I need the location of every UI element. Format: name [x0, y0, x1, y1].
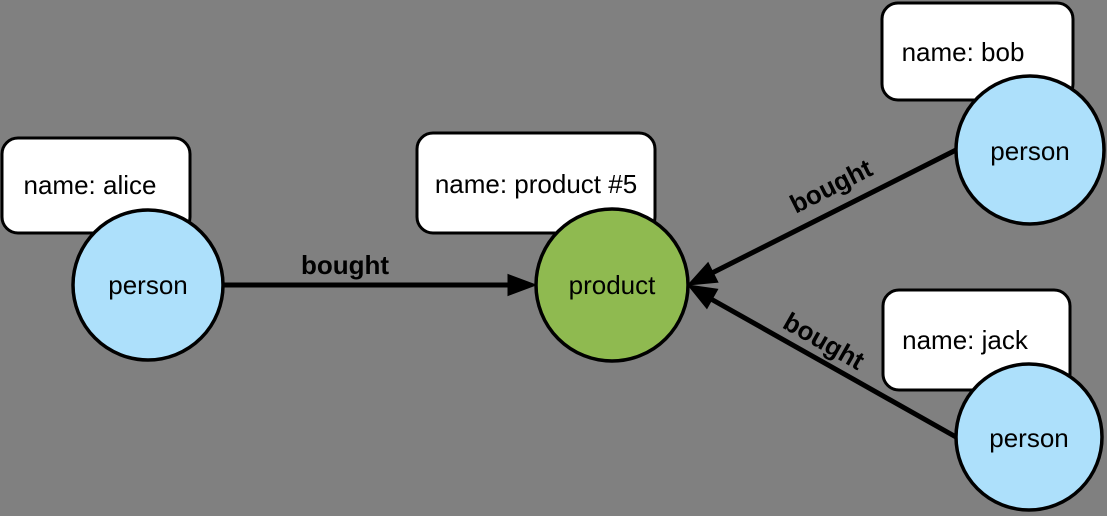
node-circle-jack[interactable]	[954, 362, 1104, 512]
arrowhead-icon-alice-product	[507, 273, 538, 297]
property-label-alice: name: alice	[24, 170, 157, 200]
node-label-jack: person	[989, 423, 1069, 453]
node-label-bob: person	[990, 136, 1070, 166]
arrowhead-icon-bob-product	[686, 261, 719, 286]
node-label-alice: person	[108, 270, 188, 300]
property-label-product: name: product #5	[435, 169, 637, 199]
property-label-jack: name: jack	[902, 325, 1029, 355]
property-box-product[interactable]	[415, 131, 657, 235]
property-group-product: name: product #5	[415, 131, 657, 235]
node-jack: person	[954, 362, 1104, 512]
node-circle-alice[interactable]	[71, 208, 225, 362]
node-product: product	[534, 207, 690, 363]
edge-line-bob-product[interactable]	[709, 147, 958, 276]
node-circle-product[interactable]	[534, 207, 690, 363]
node-label-product: product	[569, 270, 656, 300]
node-circle-bob[interactable]	[954, 74, 1106, 226]
node-bob: person	[954, 74, 1106, 226]
edge-line-jack-product[interactable]	[709, 296, 958, 440]
node-alice: person	[71, 208, 225, 362]
arrowhead-icon-jack-product	[686, 284, 719, 310]
edge-alice-product[interactable]: bought	[223, 250, 538, 297]
edge-label-alice-bought: bought	[301, 250, 389, 280]
property-label-bob: name: bob	[902, 37, 1025, 67]
